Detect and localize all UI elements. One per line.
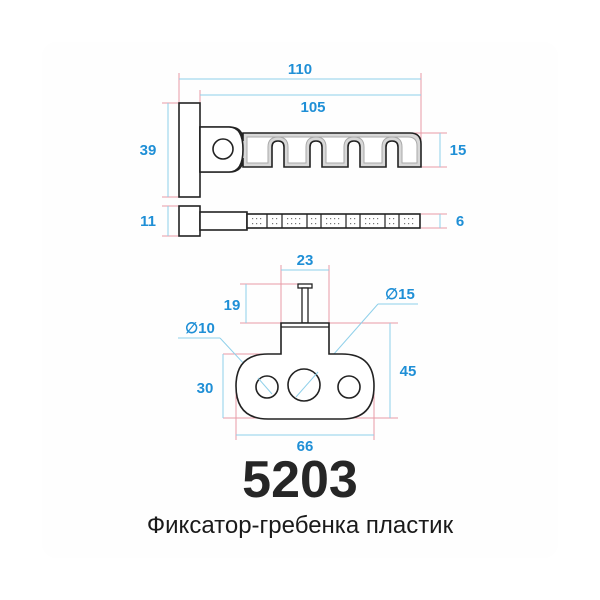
dim-30: 30 xyxy=(197,380,214,397)
front-view: 23 19 ∅10 ∅15 30 45 66 xyxy=(178,252,418,455)
large-hole xyxy=(287,368,321,402)
top-view: 110 105 39 15 xyxy=(140,61,467,198)
side-view: 11 6 xyxy=(140,205,464,237)
small-hole-right xyxy=(337,375,361,399)
side-comb xyxy=(246,213,421,229)
dim-110: 110 xyxy=(288,61,312,78)
dim-15: 15 xyxy=(450,142,467,159)
dim-66: 66 xyxy=(297,438,314,455)
mount-hole xyxy=(212,138,234,160)
dim-diameter-10: ∅10 xyxy=(185,320,215,337)
dim-diameter-15: ∅15 xyxy=(385,286,415,303)
side-base xyxy=(178,205,201,237)
dim-6: 6 xyxy=(456,213,464,230)
background-panel xyxy=(42,42,558,558)
dim-105: 105 xyxy=(300,99,325,116)
pin-shaft xyxy=(301,287,309,324)
model-number: 5203 xyxy=(242,451,358,509)
small-hole-left xyxy=(255,375,279,399)
side-stem xyxy=(199,211,248,231)
dim-11: 11 xyxy=(140,213,156,230)
dim-45: 45 xyxy=(400,363,417,380)
product-description: Фиксатор-гребенка пластик xyxy=(146,512,454,539)
dim-39: 39 xyxy=(140,142,157,159)
fixator-body xyxy=(235,322,375,420)
dim-23: 23 xyxy=(297,252,314,269)
comb-inner xyxy=(246,136,418,164)
base-plate xyxy=(178,102,201,198)
dim-19: 19 xyxy=(224,297,241,314)
